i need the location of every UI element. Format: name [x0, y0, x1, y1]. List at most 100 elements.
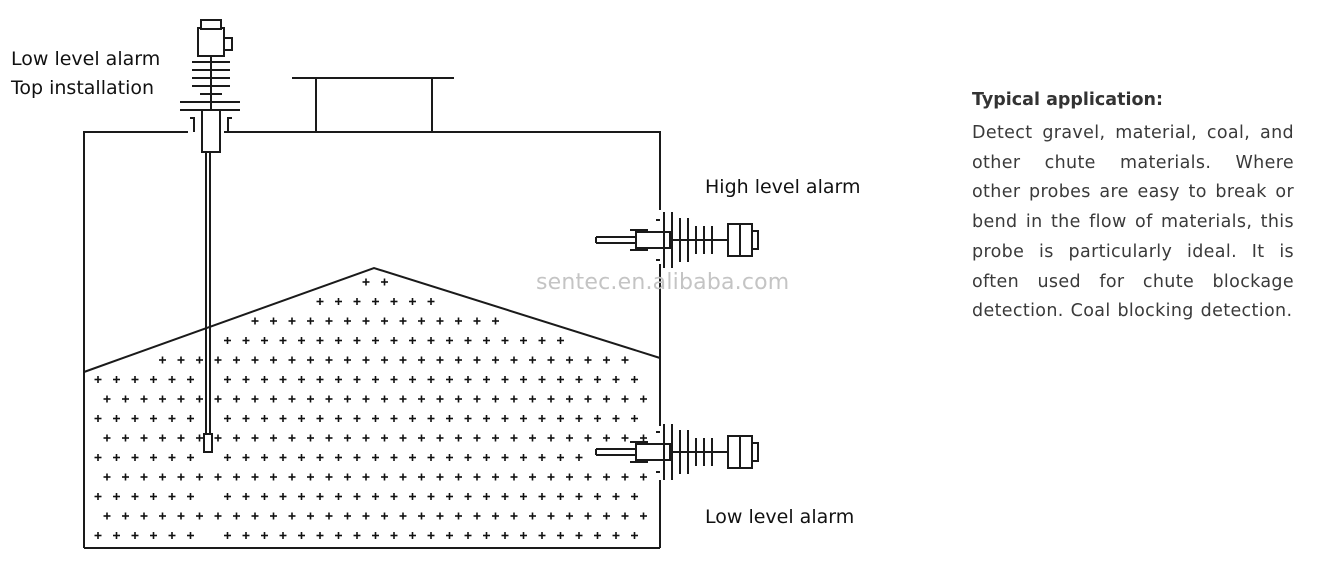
material-mark	[335, 415, 342, 422]
material-mark	[473, 395, 481, 403]
material-mark	[409, 493, 416, 500]
material-mark	[251, 356, 259, 364]
material-mark	[316, 454, 324, 461]
material-mark	[501, 376, 509, 383]
material-mark	[325, 434, 333, 442]
material-mark	[446, 337, 453, 344]
material-mark	[594, 415, 601, 422]
material-mark	[196, 512, 203, 520]
material-mark	[131, 532, 139, 539]
material-mark	[214, 473, 222, 481]
material-mark	[603, 473, 610, 481]
material-mark	[316, 298, 324, 305]
material-mark	[436, 473, 444, 481]
material-mark	[94, 415, 102, 422]
material-surface	[83, 266, 661, 373]
material-mark	[510, 512, 518, 520]
material-mark	[473, 317, 481, 325]
material-mark	[307, 317, 314, 325]
material-mark	[612, 493, 620, 500]
material-mark	[325, 395, 333, 403]
material-mark	[270, 473, 277, 481]
material-mark	[362, 434, 370, 442]
material-mark	[196, 356, 203, 364]
material-mark	[446, 415, 453, 422]
material-mark	[492, 512, 499, 520]
material-mark	[279, 337, 287, 344]
material-mark	[150, 454, 157, 461]
top-probe-connector	[223, 37, 233, 51]
material-mark	[409, 376, 416, 383]
material-mark	[492, 473, 499, 481]
material-mark	[279, 376, 287, 383]
material-mark	[603, 356, 610, 364]
material-mark	[224, 337, 231, 344]
material-mark	[575, 493, 583, 500]
material-mark	[131, 454, 139, 461]
material-mark	[270, 434, 277, 442]
info-title: Typical application:	[972, 90, 1163, 110]
material-mark	[307, 395, 314, 403]
low-level-label: Low level alarm	[705, 506, 855, 528]
material-mark	[399, 317, 407, 325]
material-mark	[242, 376, 250, 383]
material-mark	[103, 473, 111, 481]
material-mark	[520, 454, 527, 461]
material-mark	[353, 298, 361, 305]
material-mark	[631, 493, 638, 500]
material-mark	[224, 376, 231, 383]
material-mark	[483, 337, 490, 344]
material-mark	[113, 376, 120, 383]
material-mark	[335, 532, 342, 539]
material-mark	[316, 493, 324, 500]
material-mark	[242, 337, 250, 344]
material-mark	[316, 415, 324, 422]
material-mark	[196, 395, 203, 403]
material-mark	[464, 454, 472, 461]
silo-tank	[83, 77, 661, 549]
material-mark	[455, 473, 462, 481]
material-mark	[520, 415, 527, 422]
material-mark	[372, 337, 379, 344]
material-mark	[224, 532, 231, 539]
material-mark	[612, 415, 620, 422]
material-mark	[621, 512, 629, 520]
material-mark	[390, 415, 398, 422]
material-mark	[390, 298, 398, 305]
material-mark	[621, 395, 629, 403]
material-mark	[103, 434, 111, 442]
material-mark	[603, 512, 610, 520]
material-mark	[113, 493, 120, 500]
material-mark	[483, 493, 490, 500]
material-mark	[390, 454, 398, 461]
material-mark	[159, 434, 166, 442]
material-mark	[381, 434, 388, 442]
material-mark	[372, 532, 379, 539]
material-mark	[455, 356, 462, 364]
material-mark	[131, 493, 139, 500]
material-mark	[270, 512, 277, 520]
material-mark	[557, 415, 564, 422]
material-mark	[446, 454, 453, 461]
material-mark	[612, 532, 620, 539]
material-mark	[233, 434, 240, 442]
material-mark	[270, 317, 277, 325]
material-mark	[575, 532, 583, 539]
material-mark	[261, 493, 268, 500]
material-mark	[418, 512, 425, 520]
material-mark	[557, 337, 564, 344]
material-mark	[575, 415, 583, 422]
material-mark	[501, 493, 509, 500]
material-mark	[288, 473, 296, 481]
material-mark	[640, 512, 647, 520]
material-mark	[372, 298, 379, 305]
material-mark	[168, 454, 176, 461]
material-mark	[418, 356, 425, 364]
top-probe-body	[201, 109, 221, 153]
material-mark	[483, 415, 490, 422]
material-mark	[353, 454, 361, 461]
material-mark	[261, 376, 268, 383]
material-mark	[427, 337, 435, 344]
material-mark	[261, 415, 268, 422]
material-mark	[584, 356, 592, 364]
